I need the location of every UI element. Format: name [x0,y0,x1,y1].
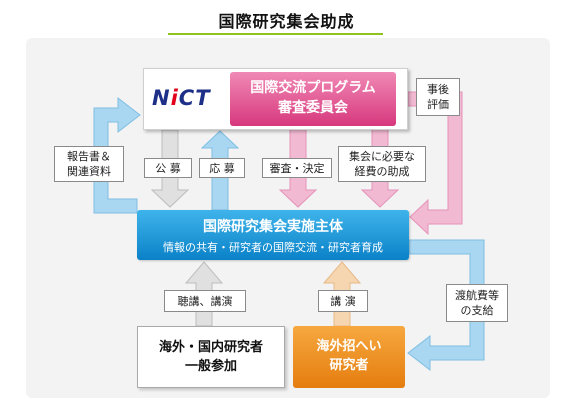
organizer-title: 国際研究集会実施主体 [203,219,343,235]
committee-box: 国際交流プログラム 審査委員会 [230,72,396,126]
report-label: 報告書＆ 関連資料 [54,146,124,182]
participants-line1: 海外・国内研究者 [158,340,263,355]
listen-label: 聴講、講演 [164,290,246,312]
lecture-label: 講 演 [318,290,368,312]
participants-line2: 一般参加 [184,359,237,374]
committee-line2: 審査委員会 [278,100,348,116]
report-loop-arrow [93,96,141,214]
travel-label: 渡航費等 の支給 [446,284,508,322]
apply-label: 応 募 [199,158,245,178]
post-eval-label: 事後 評価 [416,78,460,116]
title-underline [168,33,383,35]
public-offer-label: 公 募 [144,158,192,178]
organizer-subtitle: 情報の共有・研究者の国際交流・研究者育成 [163,241,383,254]
invited-researchers-box: 海外招へい 研究者 [293,326,405,388]
invited-line2: 研究者 [329,358,369,373]
travel-loop-arrow [407,239,485,372]
invited-line1: 海外招へい [316,339,382,354]
organizer-box: 国際研究集会実施主体 情報の共有・研究者の国際交流・研究者育成 [137,210,409,260]
participants-box: 海外・国内研究者 一般参加 [137,326,285,388]
nict-logo: NiCT [152,86,211,110]
committee-line1: 国際交流プログラム [250,80,376,96]
funding-label: 集会に必要な 経費の助成 [338,146,426,182]
page-title: 国際研究集会助成 [218,12,355,31]
review-label: 審査・決定 [262,158,332,178]
